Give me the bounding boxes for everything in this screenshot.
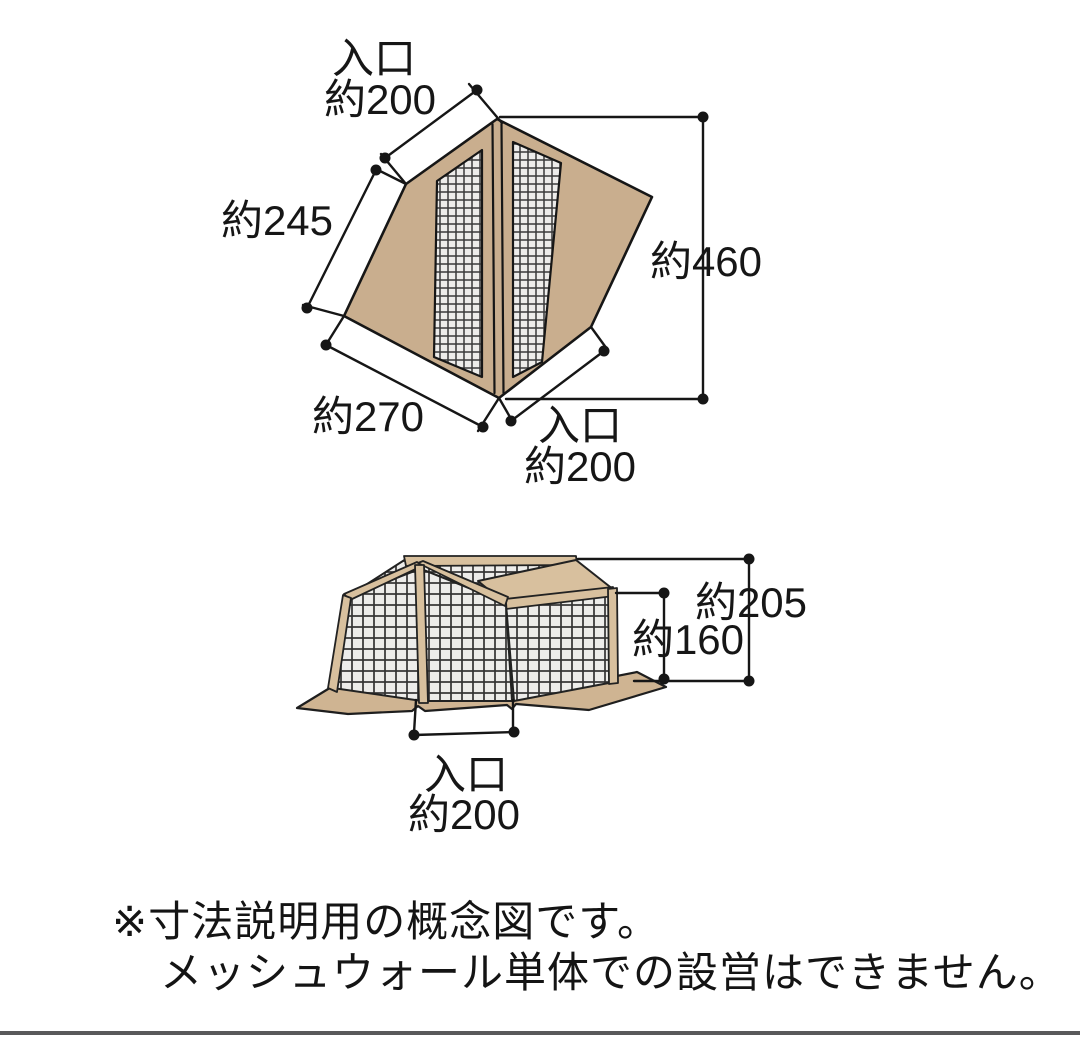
label-total-height: 約205 <box>695 579 807 626</box>
note-line-2: メッシュウォール単体での設営はできません。 <box>160 949 1062 996</box>
dim-left-edge <box>301 164 382 318</box>
dim-perspective-entrance <box>408 698 520 741</box>
dim-bottom-entrance <box>497 325 610 427</box>
right-corner-pole <box>607 587 619 685</box>
top-view-seam-right <box>500 122 505 395</box>
label-entrance-bottom-value: 約200 <box>524 443 636 490</box>
dim-wall-height <box>614 587 670 685</box>
dim-overall-length <box>498 111 709 405</box>
label-wall-height: 約160 <box>632 616 744 663</box>
top-view-seam-left <box>491 122 496 395</box>
top-view-mesh-panel-left <box>432 148 484 379</box>
dim-bottom-edge <box>320 314 501 433</box>
left-corner-pole <box>327 594 352 693</box>
dim-total-height <box>576 553 755 687</box>
gable-right-beam <box>417 560 509 607</box>
label-bottom-edge-value: 約270 <box>312 393 424 440</box>
center-pole <box>414 564 429 704</box>
bottom-divider-bar <box>0 1031 1080 1035</box>
label-perspective-entrance: 入口 <box>424 751 508 798</box>
label-entrance-bottom: 入口 <box>538 402 622 449</box>
label-perspective-entrance-value: 約200 <box>408 791 520 838</box>
label-entrance-top-value: 約200 <box>324 76 436 123</box>
right-wall-mesh <box>505 591 615 702</box>
perspective-view-diagram: 約205 約160 入口 約200 <box>295 553 807 838</box>
note-line-1: ※寸法説明用の概念図です。 <box>112 898 660 945</box>
dim-top-entrance <box>372 82 504 186</box>
top-view-diagram: 入口 約200 約245 約270 入口 約200 約460 <box>221 35 762 490</box>
label-entrance-top: 入口 <box>332 35 416 82</box>
label-left-edge-value: 約245 <box>221 197 333 244</box>
label-height-value: 約460 <box>650 238 762 285</box>
top-view-mesh-panel-right <box>511 140 563 379</box>
